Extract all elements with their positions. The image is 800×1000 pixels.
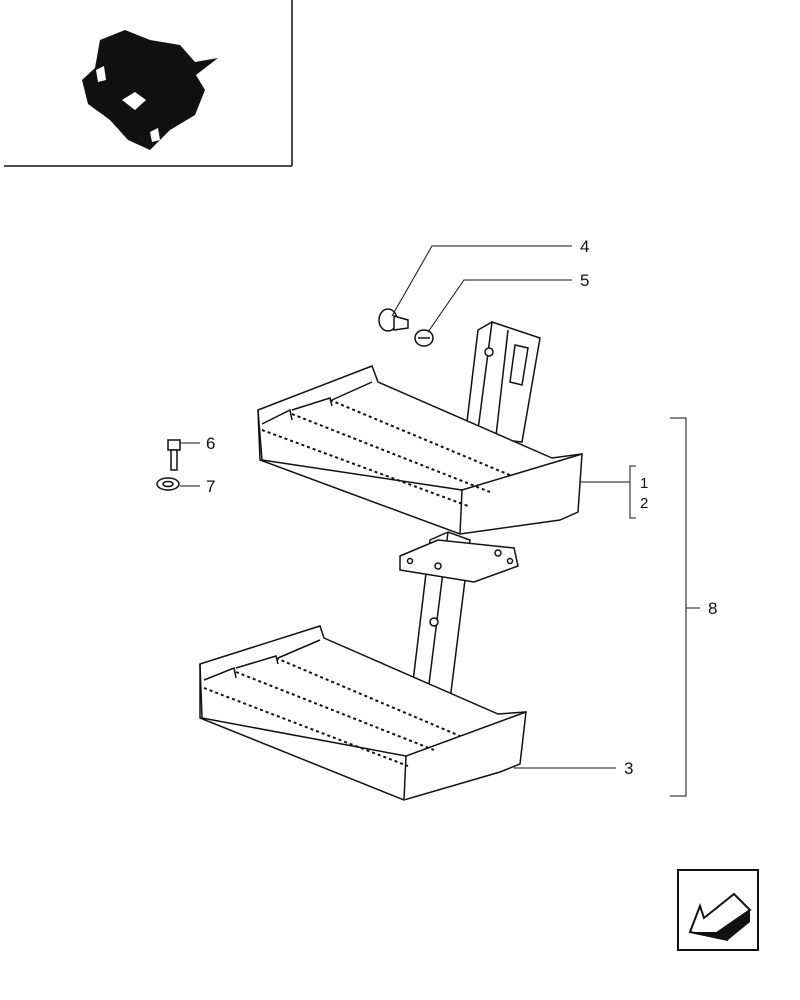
callout-1: 1 [640, 475, 648, 492]
washer-part-5 [414, 329, 434, 347]
lower-step-treads [203, 657, 461, 767]
callout-7: 7 [206, 477, 215, 496]
callout-6: 6 [206, 434, 215, 453]
leader-lines [180, 245, 700, 797]
lower-step-risers [203, 639, 321, 681]
thumbnail-frame [4, 0, 293, 167]
lower-step [199, 625, 527, 801]
washer-part-7 [156, 477, 180, 491]
callout-3: 3 [624, 759, 633, 778]
bolt-part-4 [378, 308, 409, 332]
mounting-plate [399, 539, 519, 583]
back-arrow-icon [688, 892, 752, 941]
bolt-part-6 [167, 439, 181, 471]
callout-8: 8 [708, 599, 717, 618]
upper-step-risers [261, 381, 373, 425]
back-arrow-button[interactable] [677, 869, 759, 951]
callout-5: 5 [580, 271, 589, 290]
upper-step-treads [261, 399, 513, 507]
callout-4: 4 [580, 237, 589, 256]
callout-2: 2 [640, 495, 648, 512]
machine-location-thumbnail [82, 30, 218, 150]
upper-step [257, 365, 583, 535]
